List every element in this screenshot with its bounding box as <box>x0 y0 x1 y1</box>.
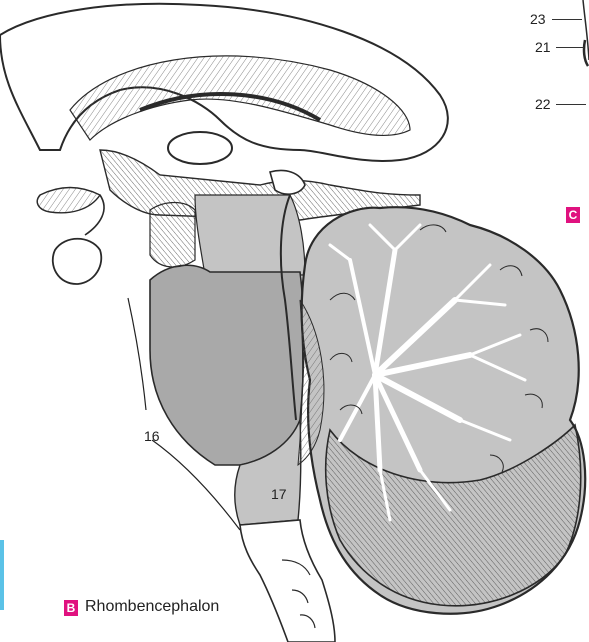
label-17: 17 <box>271 487 287 501</box>
label-21: 21 <box>535 40 551 54</box>
corpus-callosum <box>0 4 448 164</box>
figure-caption: Rhombencephalon <box>85 598 219 616</box>
midbrain-shade <box>195 195 305 275</box>
label-23-leader <box>552 19 582 20</box>
tectum <box>150 203 195 267</box>
caption-side-bar <box>0 540 4 610</box>
pons-shade <box>150 265 304 465</box>
label-22: 22 <box>535 97 551 111</box>
label-16: 16 <box>144 429 160 443</box>
label-21-leader <box>556 47 584 48</box>
panel-c-badge: C <box>566 207 580 223</box>
label-22-leader <box>556 104 586 105</box>
spinal-cord <box>240 520 335 642</box>
caption-badge: B <box>64 600 78 616</box>
cerebellum <box>302 207 585 614</box>
label-23: 23 <box>530 12 546 26</box>
